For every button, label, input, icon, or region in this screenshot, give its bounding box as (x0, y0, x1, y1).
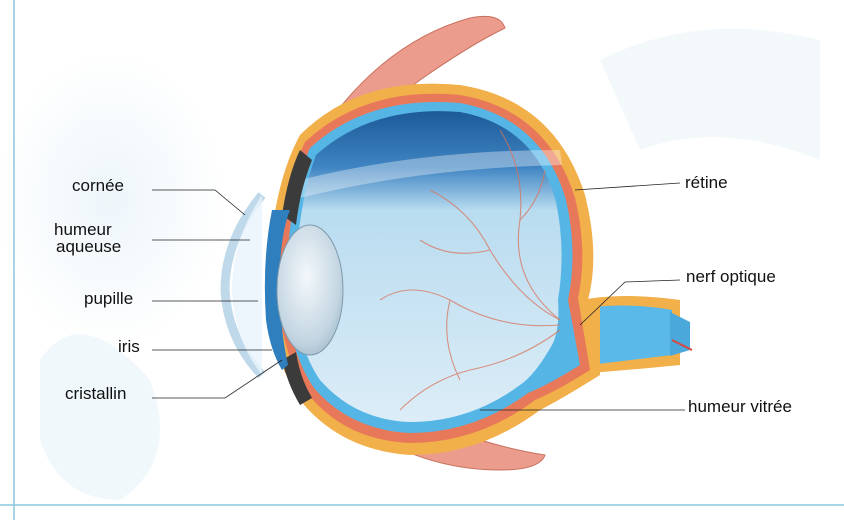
label-humeur-vitree: humeur vitrée (688, 398, 792, 415)
lens (277, 225, 343, 355)
leader-cristallin (152, 360, 282, 398)
label-humeur-aqueuse-line2: aqueuse (56, 239, 121, 254)
label-humeur-aqueuse-line1: humeur (54, 222, 112, 237)
label-cornee: cornée (72, 177, 124, 194)
label-iris: iris (118, 338, 140, 355)
leader-retine (575, 183, 680, 190)
label-retine: rétine (685, 174, 728, 191)
label-cristallin: cristallin (65, 385, 126, 402)
label-pupille: pupille (84, 290, 133, 307)
label-nerf-optique: nerf optique (686, 268, 776, 285)
background-ghost (40, 334, 160, 500)
optic-nerve-end (670, 312, 690, 356)
background-ghost (600, 29, 820, 160)
